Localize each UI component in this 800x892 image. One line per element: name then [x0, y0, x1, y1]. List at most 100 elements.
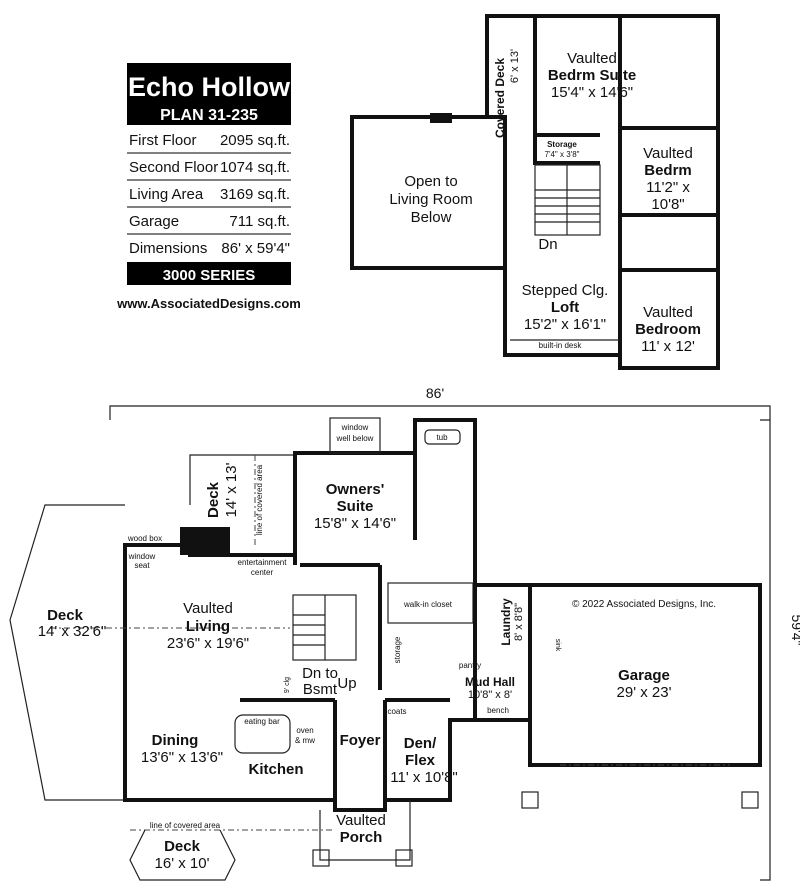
plan-name: Echo Hollow: [128, 72, 291, 102]
den-label: Den/: [404, 735, 437, 752]
bottom-deck-outline: [129, 829, 236, 881]
deck-left-size: 14' x 32'6": [38, 623, 107, 640]
den-size: 11' x 10'8": [390, 769, 458, 786]
window-seat-label: seat: [134, 561, 150, 570]
mud-hall-label: Mud Hall: [465, 675, 515, 689]
dining-label: Dining: [152, 732, 199, 749]
deck-bottom-size: 16' x 10': [155, 855, 210, 872]
stairs-upper: [534, 164, 601, 236]
window-well-label: window: [341, 423, 369, 432]
window-well-label: well below: [336, 434, 374, 443]
porch-outline: [319, 800, 411, 861]
open-to-label: Below: [411, 209, 452, 226]
series-banner: [127, 262, 291, 285]
bedroom-label: Bedroom: [635, 321, 701, 338]
row-label: First Floor: [129, 132, 197, 149]
den-label: Flex: [405, 752, 436, 769]
open-to-label: Open to: [404, 173, 457, 190]
deck-left-label: Deck: [47, 607, 84, 624]
covered-deck-size: 6' x 13': [509, 49, 521, 83]
bedrm-suite-size: 15'4" x 14'6": [551, 84, 633, 101]
stairs-dn-label: Bsmt: [303, 681, 338, 698]
stairs-dn-label: Dn to: [302, 665, 338, 682]
entertainment-label: entertainment: [238, 558, 288, 567]
row-label: Dimensions: [129, 240, 207, 257]
bedrm-size: 11'2" x: [646, 179, 690, 196]
laundry-size: 8' x 8'8": [513, 603, 525, 641]
plan-number: PLAN 31-235: [160, 107, 258, 124]
row-label: Second Floor: [129, 159, 218, 176]
bedrm-prefix: Vaulted: [643, 145, 693, 162]
loft-prefix: Stepped Clg.: [522, 282, 609, 299]
tub-label: tub: [436, 433, 448, 442]
bedrm-label: Bedrm: [644, 162, 692, 179]
upper-exterior-wall: [485, 14, 720, 370]
open-to-below: [350, 115, 507, 270]
sink-label: sink: [554, 639, 561, 652]
pantry-label: pantry: [459, 661, 481, 670]
width-dimension-line: [109, 405, 771, 420]
foyer-label: Foyer: [340, 732, 381, 749]
loft-size: 15'2" x 16'1": [524, 316, 606, 333]
row-value: 86' x 59'4": [221, 240, 290, 257]
window-seat-label: window: [128, 552, 156, 561]
owners-suite-size: 15'8" x 14'6": [314, 515, 396, 532]
loft-label: Loft: [551, 299, 579, 316]
main-exterior-wall: [123, 418, 762, 812]
bedroom-size: 11' x 12': [641, 338, 695, 355]
bedrm-suite-prefix: Vaulted: [567, 50, 617, 67]
tub-icon: [424, 429, 461, 445]
deck-bottom-label: Deck: [164, 838, 201, 855]
main-floor-plan: 86' 59'4": [9, 385, 800, 881]
kitchen-label: Kitchen: [248, 761, 303, 778]
width-dimension: 86': [426, 385, 444, 401]
porch-column: [395, 849, 413, 867]
porch-column: [312, 849, 330, 867]
living-label: Living: [186, 618, 230, 635]
wood-box-label: wood box: [127, 534, 162, 543]
laundry-label: Laundry: [499, 598, 513, 646]
storage-size: 7'4" x 3'8": [545, 150, 580, 159]
bench-label: bench: [487, 706, 509, 715]
row-value: 2095 sq.ft.: [220, 132, 290, 149]
mud-hall-size: 10'8" x 8': [468, 689, 512, 701]
bedrm-size: 10'8": [651, 196, 684, 213]
entertainment-label: center: [251, 568, 274, 577]
garage-column: [521, 791, 539, 809]
bedroom-prefix: Vaulted: [643, 304, 693, 321]
garage-label: Garage: [618, 667, 670, 684]
depth-dimension-line: [760, 419, 771, 881]
upper-deck-outline: [189, 454, 295, 505]
row-value: 1074 sq.ft.: [220, 159, 290, 176]
deck-upper-label: Deck: [205, 481, 222, 518]
oven-label: & mw: [295, 736, 315, 745]
row-value: 3169 sq.ft.: [220, 186, 290, 203]
stairs-dn-label: Dn: [538, 236, 557, 253]
walk-in-closet-label: walk-in closet: [403, 600, 453, 609]
covered-area-note: line of covered area: [255, 464, 264, 535]
stairs-main: [292, 594, 357, 661]
open-to-label: Living Room: [389, 191, 472, 208]
builtin-desk-label: built-in desk: [539, 341, 583, 350]
series-label: 3000 SERIES: [163, 267, 256, 284]
title-banner: [127, 63, 291, 125]
porch-label: Porch: [340, 829, 383, 846]
window-well: [329, 417, 381, 454]
covered-area-note: line of covered area: [150, 821, 221, 830]
deck-upper-size: 14' x 13': [223, 462, 240, 517]
living-size: 23'6" x 19'6": [167, 635, 249, 652]
stairs-up-label: Up: [337, 675, 356, 692]
storage-label: Storage: [547, 140, 577, 149]
website-url: www.AssociatedDesigns.com: [116, 296, 301, 311]
living-prefix: Vaulted: [183, 600, 233, 617]
coats-label: coats: [387, 707, 406, 716]
bedrm-suite-label: Bedrm Suite: [548, 67, 636, 84]
dining-size: 13'6" x 13'6": [141, 749, 223, 766]
depth-dimension: 59'4": [789, 614, 800, 645]
storage-label: storage: [393, 636, 402, 663]
row-label: Garage: [129, 213, 179, 230]
title-block: Echo Hollow PLAN 31-235 First Floor 2095…: [116, 63, 301, 311]
upper-floor-plan: Covered Deck 6' x 13' Vaulted Bedrm Suit…: [350, 14, 720, 370]
covered-deck-label: Covered Deck: [493, 58, 507, 138]
